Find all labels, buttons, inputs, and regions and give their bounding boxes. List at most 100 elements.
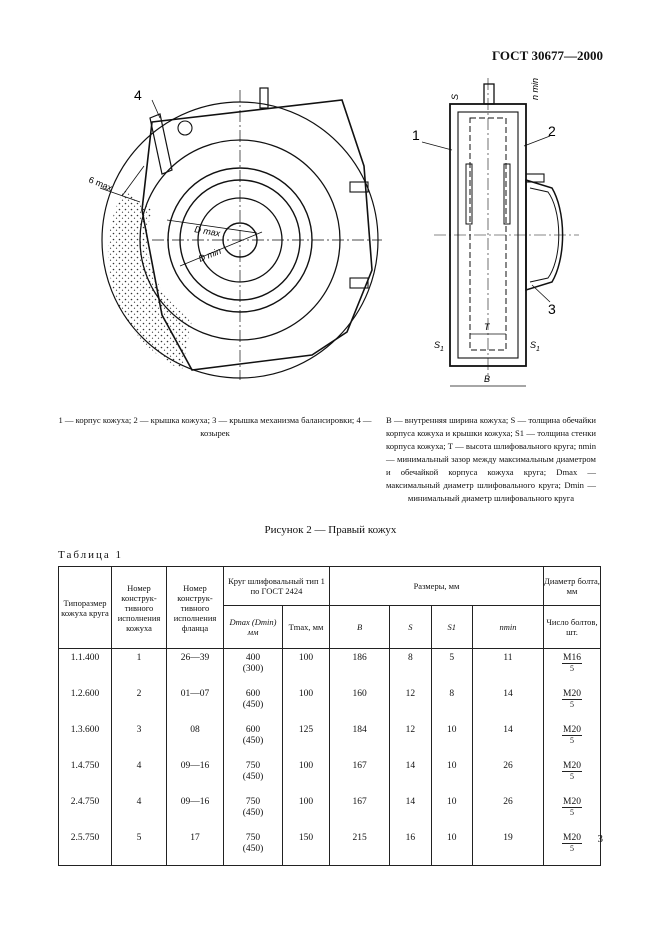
cell-flange: 08 [166,721,224,757]
cell-dmax-value: 600 [245,689,261,699]
cell-nmin: 11 [471,648,545,685]
cell-size: 2.4.750 [58,793,112,829]
cell-dmax-value: 400 [245,653,261,663]
cell-dmin-value: (300) [242,664,264,674]
cell-s1: 10 [430,721,473,757]
cell-tmax: 100 [282,793,330,829]
cell-s: 12 [389,685,432,721]
cell-nmin: 26 [471,793,545,829]
bolt-count: 5 [569,700,574,709]
cell-s: 14 [389,757,432,793]
cell-casing: 4 [111,757,167,793]
cell-b: 160 [328,685,391,721]
cell-dmax: 750(450) [223,757,283,793]
bolt-diameter: M20 [562,761,582,772]
header-tmax: Tmax, мм [282,605,330,649]
callout-3: 3 [548,301,556,317]
cell-s: 12 [389,721,432,757]
cell-s1: 10 [430,757,473,793]
figure-title: Рисунок 2 — Правый кожух [264,524,397,536]
callout-6max: 6 max [87,175,114,194]
header-dmax: Dmax (Dmin) мм [223,605,283,649]
cell-dmin-value: (450) [242,844,264,854]
callout-dmin: D min [197,246,223,264]
callout-s1-left: S1 [434,340,444,353]
bolt-diameter: M20 [562,797,582,808]
cell-b: 215 [328,829,391,866]
header-s1: S1 [430,605,473,649]
cell-size: 1.4.750 [58,757,112,793]
callout-nmin: n min [530,78,540,100]
cell-dmax-value: 750 [245,761,261,771]
bolt-count: 5 [569,736,574,745]
casing-section-drawing: 1 2 3 S n min S1 S1 T B [412,78,579,387]
callout-dmax: D max [194,224,222,238]
cell-size: 1.2.600 [58,685,112,721]
cell-dmax-value: 750 [245,833,261,843]
cell-dmin-value: (450) [242,700,264,710]
cell-nmin: 26 [471,757,545,793]
cell-s1: 10 [430,829,473,866]
table-label: Таблица 1 [58,549,124,561]
spec-table: Типоразмер кожуха круга Номер конструк­т… [58,566,601,866]
bolt-count: 5 [569,844,574,853]
cell-flange: 09—16 [166,793,224,829]
cell-size: 1.1.400 [58,648,112,685]
cell-dmin-value: (450) [242,808,264,818]
cell-nmin: 14 [471,685,545,721]
cell-b: 184 [328,721,391,757]
cell-flange: 09—16 [166,757,224,793]
cell-dmax: 600(450) [223,721,283,757]
cell-flange: 17 [166,829,224,866]
header-nmin: nmin [471,605,545,649]
cell-dmax-value: 600 [245,725,261,735]
cell-b: 167 [328,793,391,829]
cell-dmax: 750(450) [223,829,283,866]
casing-side-view-drawing: 4 6 max D max D min [87,87,382,380]
cell-size: 2.5.750 [58,829,112,866]
header-flange-no: Номер конструк­тивного исполнения фланца [166,566,224,649]
cell-dmax: 600(450) [223,685,283,721]
cell-casing: 5 [111,829,167,866]
bolt-count: 5 [569,664,574,673]
cell-casing: 3 [111,721,167,757]
wheel-abrasive-area [107,190,192,370]
bolt-diameter: M20 [562,833,582,844]
cell-casing: 1 [111,648,167,685]
cell-s: 16 [389,829,432,866]
cell-s1: 10 [430,793,473,829]
cell-nmin: 14 [471,721,545,757]
page-number: 3 [597,833,604,845]
cell-b: 167 [328,757,391,793]
header-b: B [328,605,391,649]
callout-2: 2 [548,123,556,139]
cell-flange: 26—39 [166,648,224,685]
cell-dmin-value: (450) [242,772,264,782]
callout-b: B [484,374,490,384]
bolt-count: 5 [569,808,574,817]
callout-4: 4 [134,87,142,103]
cell-flange: 01—07 [166,685,224,721]
header-wheel-group: Круг шлифовальный тип 1 по ГОСТ 2424 [223,566,330,606]
header-size: Типоразмер кожуха круга [58,566,112,649]
header-bolt-diam: Диаметр болта, мм [543,566,601,606]
cell-tmax: 100 [282,685,330,721]
figure-caption-right: B — внутренняя ширина кожуха; S — толщин… [386,415,596,503]
cell-dmin-value: (450) [242,736,264,746]
cell-s1: 5 [430,648,473,685]
bolt-diameter: M20 [562,725,582,736]
figure-caption-left: 1 — корпус кожуха; 2 — крышка кожуха; 3 … [58,415,372,438]
cell-s: 14 [389,793,432,829]
